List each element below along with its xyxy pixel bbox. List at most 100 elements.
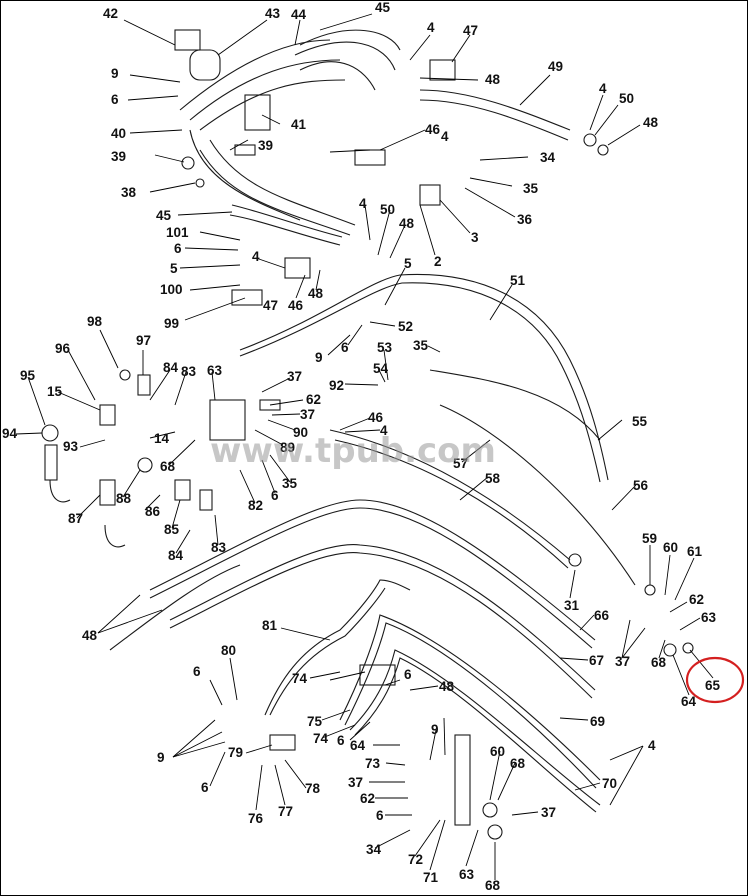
callout-86: 86 bbox=[145, 504, 161, 519]
callout-37: 37 bbox=[541, 805, 556, 820]
callout-4: 4 bbox=[599, 81, 607, 96]
callout-100: 100 bbox=[160, 282, 183, 297]
callout-31: 31 bbox=[564, 598, 580, 613]
callout-72: 72 bbox=[408, 852, 423, 867]
callout-39: 39 bbox=[111, 149, 126, 164]
grommet-39 bbox=[181, 156, 195, 170]
clamp-4 bbox=[284, 257, 311, 279]
plate-41 bbox=[244, 94, 271, 131]
callout-65: 65 bbox=[705, 678, 721, 693]
cap-88 bbox=[137, 457, 153, 473]
callout-63: 63 bbox=[701, 610, 717, 625]
adapter-86 bbox=[199, 489, 213, 511]
clamp-79 bbox=[269, 734, 296, 751]
washer-63 bbox=[487, 824, 503, 840]
chain-98 bbox=[119, 369, 131, 381]
callout-60: 60 bbox=[490, 744, 505, 759]
callout-71: 71 bbox=[423, 870, 439, 885]
callout-48: 48 bbox=[82, 628, 98, 643]
callout-43: 43 bbox=[265, 6, 281, 21]
callout-4: 4 bbox=[427, 20, 435, 35]
callout-78: 78 bbox=[305, 781, 321, 796]
callout-9: 9 bbox=[157, 750, 165, 765]
callout-6: 6 bbox=[201, 780, 209, 795]
callout-59: 59 bbox=[642, 531, 657, 546]
callout-48: 48 bbox=[643, 115, 659, 130]
bracket-71 bbox=[454, 734, 471, 826]
callout-46: 46 bbox=[288, 298, 304, 313]
callout-44: 44 bbox=[291, 7, 307, 22]
callout-87: 87 bbox=[68, 511, 83, 526]
callout-61: 61 bbox=[687, 544, 703, 559]
elbow-85 bbox=[174, 479, 191, 501]
nut-38 bbox=[195, 178, 205, 188]
cap-94 bbox=[41, 424, 59, 442]
callout-93: 93 bbox=[63, 439, 79, 454]
callout-48: 48 bbox=[485, 72, 501, 87]
callout-34: 34 bbox=[366, 842, 382, 857]
callout-63: 63 bbox=[207, 363, 223, 378]
callout-5: 5 bbox=[404, 256, 412, 271]
callout-45: 45 bbox=[375, 0, 391, 15]
callout-67: 67 bbox=[589, 653, 604, 668]
callout-80: 80 bbox=[221, 643, 236, 658]
adapter-65 bbox=[682, 642, 694, 654]
callout-50: 50 bbox=[619, 91, 634, 106]
callout-14: 14 bbox=[154, 431, 170, 446]
callout-64: 64 bbox=[681, 694, 697, 709]
callout-6: 6 bbox=[376, 808, 384, 823]
leader-lines bbox=[15, 13, 714, 880]
clamp-43 bbox=[189, 49, 221, 81]
callout-79: 79 bbox=[228, 745, 243, 760]
block-3 bbox=[419, 184, 441, 206]
connector-93 bbox=[44, 444, 58, 481]
callout-62: 62 bbox=[689, 592, 704, 607]
fitting-31 bbox=[568, 553, 582, 567]
callout-45: 45 bbox=[156, 208, 172, 223]
manifold-plate bbox=[209, 399, 246, 441]
upper-hose-bundle bbox=[174, 29, 609, 306]
callout-labels: 42 43 44 45 4 47 9 48 49 6 4 50 41 40 48… bbox=[2, 0, 721, 893]
callout-49: 49 bbox=[548, 59, 563, 74]
callout-48: 48 bbox=[439, 679, 455, 694]
callout-96: 96 bbox=[55, 341, 71, 356]
callout-82: 82 bbox=[248, 498, 263, 513]
callout-50: 50 bbox=[380, 202, 395, 217]
bracket-42 bbox=[174, 29, 201, 51]
callout-47: 47 bbox=[263, 298, 278, 313]
callout-6: 6 bbox=[174, 241, 182, 256]
callout-34: 34 bbox=[540, 150, 556, 165]
callout-37: 37 bbox=[287, 369, 302, 384]
callout-83: 83 bbox=[181, 364, 197, 379]
callout-5: 5 bbox=[170, 261, 178, 276]
callout-63: 63 bbox=[459, 867, 475, 882]
elbow-64 bbox=[663, 643, 677, 657]
callout-40: 40 bbox=[111, 126, 126, 141]
callout-66: 66 bbox=[594, 608, 610, 623]
callout-4: 4 bbox=[648, 738, 656, 753]
callout-15: 15 bbox=[47, 384, 63, 399]
callout-46: 46 bbox=[425, 122, 441, 137]
callout-98: 98 bbox=[87, 314, 103, 329]
callout-69: 69 bbox=[590, 714, 605, 729]
callout-62: 62 bbox=[360, 791, 375, 806]
callout-6: 6 bbox=[337, 733, 345, 748]
callout-35: 35 bbox=[282, 476, 298, 491]
callout-39: 39 bbox=[258, 138, 273, 153]
callout-92: 92 bbox=[329, 378, 344, 393]
callout-64: 64 bbox=[350, 738, 366, 753]
left-fittings bbox=[41, 369, 281, 651]
callout-52: 52 bbox=[398, 319, 413, 334]
callout-6: 6 bbox=[404, 667, 412, 682]
highlight-circle-65 bbox=[685, 656, 745, 704]
callout-68: 68 bbox=[485, 878, 501, 893]
callout-53: 53 bbox=[377, 340, 393, 355]
fitting-62 bbox=[259, 399, 281, 411]
callout-35: 35 bbox=[523, 181, 539, 196]
watermark: www.tpub.com bbox=[210, 431, 496, 471]
clamp-74 bbox=[359, 664, 396, 686]
callout-36: 36 bbox=[517, 212, 533, 227]
callout-37: 37 bbox=[300, 407, 315, 422]
callout-9: 9 bbox=[111, 66, 119, 81]
